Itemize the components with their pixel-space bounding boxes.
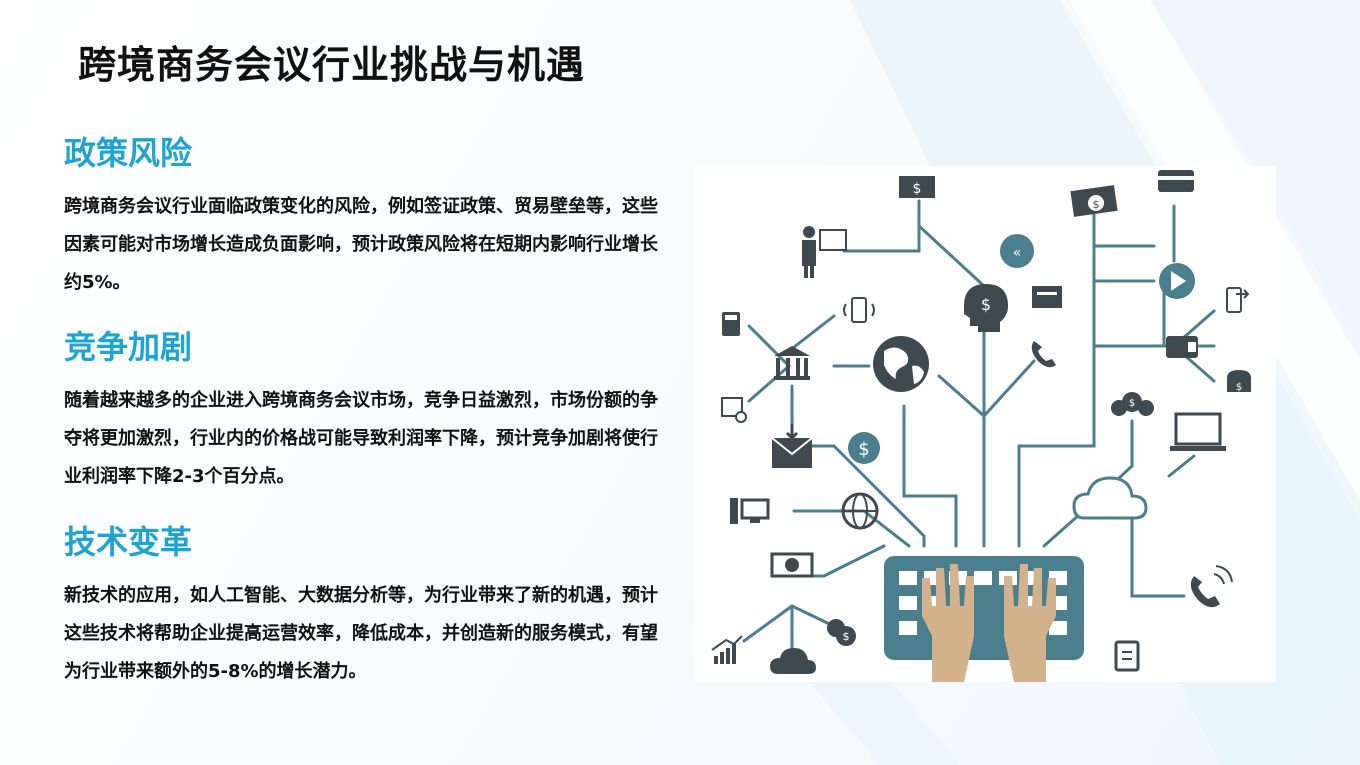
wallet-icon: [1166, 336, 1198, 358]
banknote-icon: [770, 552, 814, 578]
section-competition: 竞争加剧 随着越来越多的企业进入跨境商务会议市场，竞争日益激烈，市场份额的争夺将…: [64, 322, 664, 496]
svg-text:$: $: [1129, 398, 1135, 409]
section-heading: 政策风险: [64, 134, 193, 172]
hands-icon: [922, 564, 1056, 682]
clipboard-icon: [1114, 640, 1140, 672]
bank-icon: [774, 346, 810, 380]
money-bags-icon: $: [1111, 392, 1154, 416]
credit-card-icon: [1158, 170, 1194, 192]
coins-icon: $: [827, 619, 856, 646]
section-body: 新技术的应用，如人工智能、大数据分析等，为行业带来了新的机遇，预计这些技术将帮助…: [64, 585, 658, 682]
svg-text:$: $: [858, 439, 869, 460]
svg-text:$: $: [843, 630, 850, 643]
svg-text:«: «: [1013, 245, 1022, 261]
globe-icon: [873, 336, 929, 392]
folder-icon: [1032, 286, 1062, 308]
svg-text:$: $: [981, 295, 991, 314]
page-title: 跨境商务会议行业挑战与机遇: [78, 43, 586, 87]
calculator-icon: [722, 312, 740, 336]
phone-export-icon: [1226, 287, 1250, 313]
money-icon: $: [899, 176, 935, 198]
section-heading: 技术变革: [64, 523, 193, 561]
cloud-icon: [1072, 476, 1148, 520]
smartphone-icon: [843, 297, 875, 323]
coin-purse-icon: $: [1227, 370, 1251, 393]
section-tech-change: 技术变革 新技术的应用，如人工智能、大数据分析等，为行业带来了新的机遇，预计这些…: [64, 517, 664, 691]
section-body: 随着越来越多的企业进入跨境商务会议市场，竞争日益激烈，市场份额的争夺将更加激烈，…: [64, 390, 658, 487]
ringing-phone-icon: [1190, 565, 1233, 608]
envelope-icon: [771, 424, 813, 468]
cash-stack-icon: $: [1070, 185, 1118, 217]
phone-icon: [1031, 341, 1056, 368]
dollar-coin-icon: $: [848, 432, 880, 464]
presenter-icon: [802, 226, 847, 278]
head-dollar-icon: $: [964, 284, 1008, 332]
chart-icon: [711, 635, 743, 664]
play-icon: [1159, 263, 1195, 299]
rewind-icon: «: [1000, 234, 1034, 268]
calendar-icon: [721, 397, 747, 423]
section-heading: 竞争加剧: [64, 328, 193, 366]
network-illustration: $ $ $ «: [694, 166, 1276, 682]
svg-text:$: $: [1093, 198, 1100, 211]
desktop-icon: [730, 498, 770, 524]
section-body: 跨境商务会议行业面临政策变化的风险，例如签证政策、贸易壁垒等，这些因素可能对市场…: [64, 196, 658, 293]
laptop-icon: [1170, 412, 1226, 451]
svg-text:$: $: [913, 181, 922, 197]
section-policy-risk: 政策风险 跨境商务会议行业面临政策变化的风险，例如签证政策、贸易壁垒等，这些因素…: [64, 128, 664, 302]
svg-text:$: $: [1236, 382, 1242, 393]
network-globe-icon: [841, 492, 879, 530]
cloud-upload-icon: [770, 648, 816, 674]
